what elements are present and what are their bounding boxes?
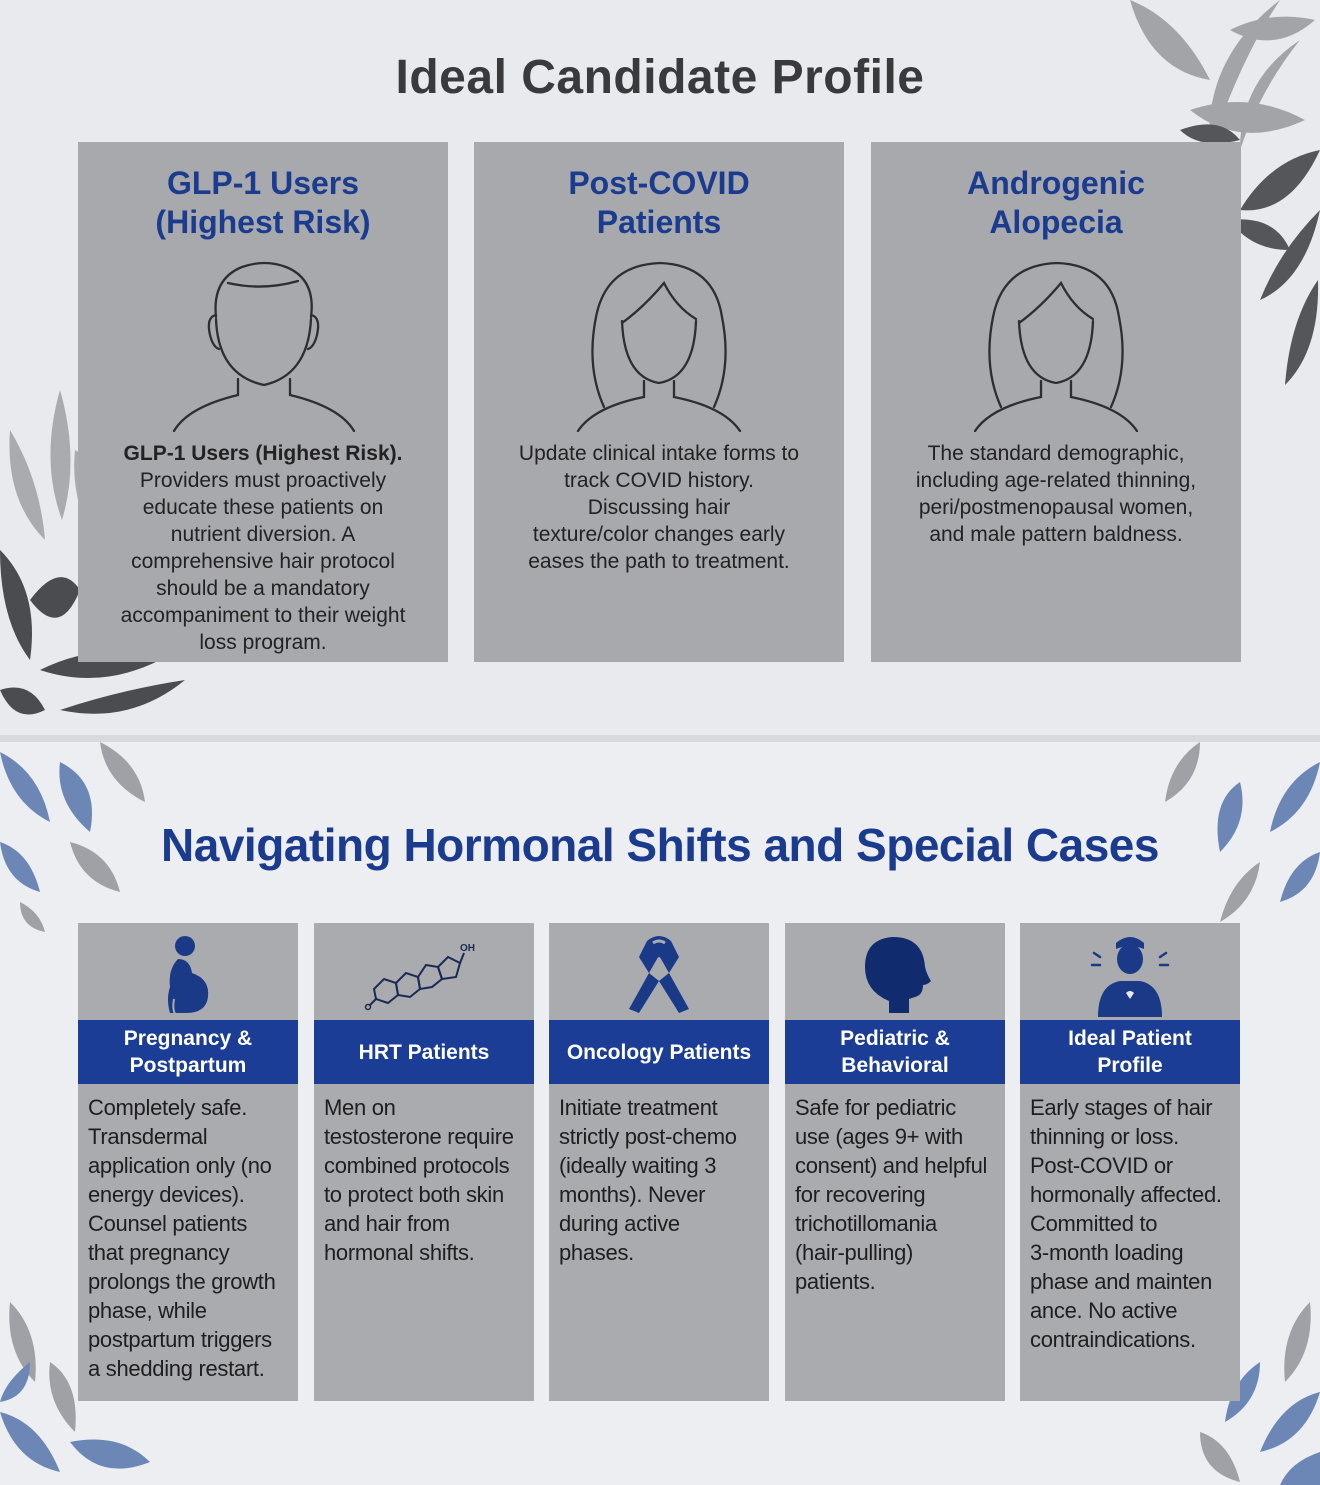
steroid-molecule-icon: OH <box>364 943 475 1011</box>
case-description: Men on testosterone require combined pro… <box>324 1095 514 1265</box>
case-description: Safe for pediatric use (ages 9+ with con… <box>795 1095 988 1294</box>
profile-card-androgenic-alopecia: Androgenic Alopecia The standard demogra… <box>871 142 1241 662</box>
awareness-ribbon-icon <box>629 936 689 1013</box>
section-divider <box>0 735 1320 742</box>
leaf-decoration-icon <box>1165 742 1320 922</box>
case-label: Pediatric & Behavioral <box>785 1020 1005 1084</box>
card-title: GLP-1 Users (Highest Risk) <box>155 165 371 240</box>
leaf-decoration-icon <box>0 742 145 932</box>
card-description: The standard demographic, including age-… <box>915 442 1197 546</box>
case-label: Oncology Patients <box>549 1020 769 1084</box>
leaf-decoration-icon <box>1130 0 1320 385</box>
case-label: Pregnancy & Postpartum <box>78 1020 298 1084</box>
case-card-oncology: Oncology Patients Initiate treatment str… <box>549 923 769 1401</box>
page-title: Ideal Candidate Profile <box>395 51 925 104</box>
female-person-outline-icon <box>973 261 1139 432</box>
leaf-decoration-icon <box>0 1302 150 1472</box>
pregnant-woman-icon <box>168 936 209 1016</box>
case-description: Completely safe. Transdermal application… <box>88 1095 276 1381</box>
section-title: Navigating Hormonal Shifts and Special C… <box>161 819 1159 871</box>
male-person-outline-icon <box>172 261 356 432</box>
card-description: GLP-1 Users (Highest Risk). Providers mu… <box>120 442 406 654</box>
candidate-profile-panel: Ideal Candidate Profile GLP-1 Users (Hig… <box>0 0 1320 735</box>
profile-card-glp1: GLP-1 Users (Highest Risk) GLP-1 Users (… <box>78 142 448 662</box>
child-head-profile-icon <box>865 937 931 1013</box>
case-card-ideal-patient: Ideal Patient Profile Early stages of ha… <box>1020 923 1240 1401</box>
card-description: Update clinical intake forms to track CO… <box>518 442 800 573</box>
case-label: HRT Patients <box>314 1020 534 1084</box>
card-title: Androgenic Alopecia <box>967 165 1145 240</box>
case-card-hrt: OH HRT Patients Men on testosterone requ… <box>314 923 534 1401</box>
case-card-pregnancy: Pregnancy & Postpartum Completely safe. … <box>78 923 298 1401</box>
hydroxyl-label: OH <box>460 943 475 954</box>
female-person-outline-icon <box>576 261 742 432</box>
case-label: Ideal Patient Profile <box>1020 1020 1240 1084</box>
case-card-pediatric: Pediatric & Behavioral Safe for pediatri… <box>785 923 1005 1401</box>
case-description: Initiate treatment strictly post-chemo (… <box>559 1095 737 1265</box>
patient-with-heart-icon <box>1090 937 1170 1017</box>
case-description: Early stages of hair thinning or loss. P… <box>1030 1095 1222 1352</box>
leaf-decoration-icon <box>1200 1302 1320 1485</box>
card-title: Post-COVID Patients <box>568 165 750 240</box>
profile-card-post-covid: Post-COVID Patients Update clinical inta… <box>474 142 844 662</box>
